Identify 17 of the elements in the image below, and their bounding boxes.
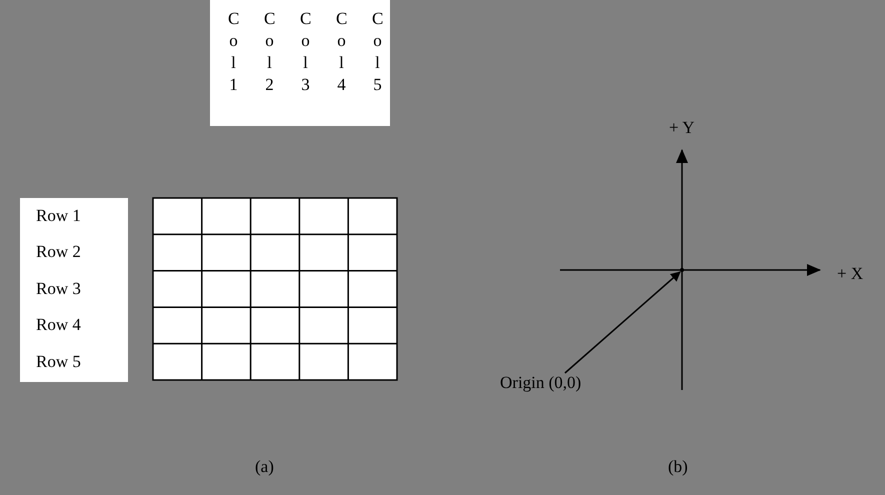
origin-point: [680, 268, 684, 272]
column-header: Col 4: [336, 8, 347, 96]
column-header: Col 2: [264, 8, 275, 96]
axis-label: + Y: [669, 118, 694, 138]
row-label: Row 2: [36, 242, 81, 262]
panel-caption: (b): [668, 457, 688, 477]
row-label: Row 4: [36, 315, 81, 336]
leader-line: [564, 271, 681, 374]
row-label: Row 1: [36, 206, 81, 226]
column-header: Col 3: [300, 8, 311, 96]
panel-caption: (a): [255, 457, 274, 477]
axis-label: + X: [837, 264, 864, 284]
row-label: Row 5: [36, 352, 81, 372]
row-label: Row 3: [36, 278, 81, 299]
column-header: Col 5: [372, 8, 383, 96]
column-header: Col 1: [228, 8, 239, 96]
annotation-label: Origin (0,0): [500, 373, 582, 393]
